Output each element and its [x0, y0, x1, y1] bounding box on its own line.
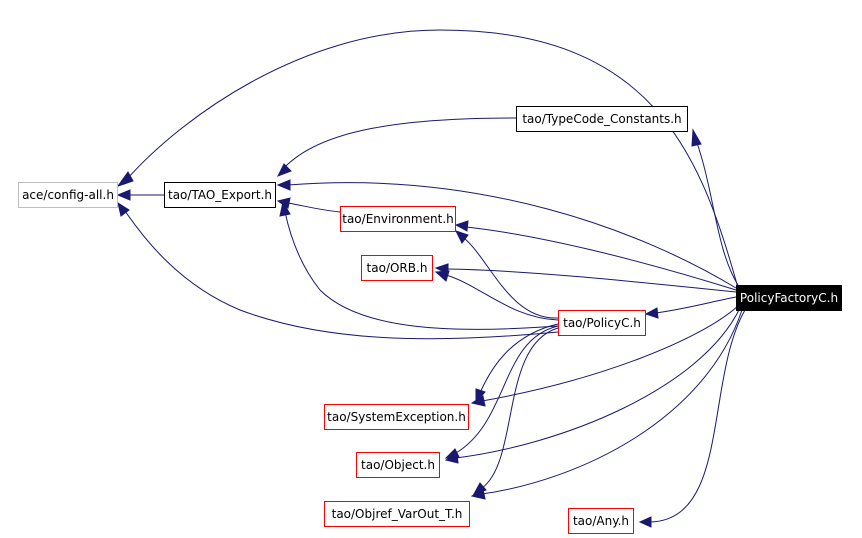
edge-arrow: [644, 307, 659, 319]
edge-arrow: [455, 230, 469, 244]
edge-arrow: [276, 179, 291, 191]
edge-typecode-to-tao-export: [283, 117, 517, 169]
edge-arrow: [116, 189, 131, 201]
edge-arrow: [691, 128, 702, 147]
node-config-all: ace/config-all.h: [18, 182, 118, 208]
node-objref-varout[interactable]: tao/Objref_VarOut_T.h: [324, 501, 470, 527]
edge-policyc-to-objref-varout: [481, 327, 559, 489]
edge-arrow: [434, 270, 450, 282]
edge-policyfactory-to-object: [455, 307, 741, 459]
node-object[interactable]: tao/Object.h: [356, 452, 440, 478]
edge-policyfactory-to-environment: [465, 226, 737, 291]
edge-policyc-to-orb: [445, 274, 559, 321]
edge-arrow: [116, 171, 134, 187]
edge-arrow: [279, 200, 291, 217]
node-orb[interactable]: tao/ORB.h: [361, 255, 433, 281]
edge-arrow: [276, 197, 291, 209]
edge-policyc-to-systemexception: [479, 323, 559, 394]
edge-arrow: [276, 163, 292, 177]
edge-policyfactory-to-typecode: [695, 139, 739, 286]
edge-policyc-to-tao-export: [284, 211, 559, 330]
edge-arrow: [444, 448, 460, 459]
edge-policyfactory-to-systemexception: [481, 305, 739, 402]
edge-policyfactory-to-orb: [445, 268, 737, 293]
edge-policyc-to-object: [455, 325, 559, 454]
node-policyfactoryc-root: PolicyFactoryC.h: [736, 285, 842, 311]
edge-policyc-to-config-all: [124, 210, 559, 340]
edge-policyfactory-to-policyc: [655, 296, 737, 314]
edge-environment-to-tao-export: [287, 202, 341, 213]
edge-policyfactory-to-tao-export: [287, 182, 737, 289]
edge-policyfactory-to-any: [649, 309, 746, 523]
edge-arrow: [117, 201, 130, 217]
node-tao-export[interactable]: tao/TAO_Export.h: [164, 182, 276, 208]
node-systemexception[interactable]: tao/SystemException.h: [324, 404, 469, 430]
node-environment[interactable]: tao/Environment.h: [340, 206, 456, 232]
edge-policyc-to-environment: [463, 237, 559, 319]
edge-arrow: [454, 220, 469, 232]
edge-arrow: [475, 388, 486, 404]
edge-policyfactory-to-config-all: [127, 29, 739, 289]
node-typecode-constants[interactable]: tao/TypeCode_Constants.h: [516, 106, 688, 132]
node-policyc[interactable]: tao/PolicyC.h: [558, 310, 646, 336]
edge-arrow: [472, 482, 487, 495]
edge-policyfactory-to-objref-varout: [481, 309, 743, 495]
edge-arrow: [638, 516, 652, 528]
node-any[interactable]: tao/Any.h: [568, 508, 634, 534]
